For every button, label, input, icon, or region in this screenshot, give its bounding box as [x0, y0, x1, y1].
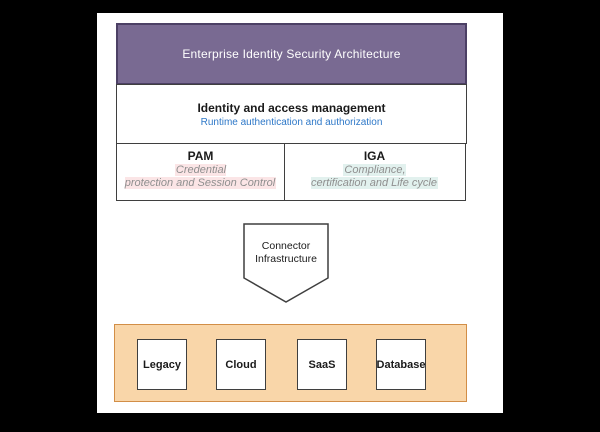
- architecture-title-bar: Enterprise Identity Security Architectur…: [116, 23, 467, 85]
- connector-pentagon-icon: [243, 223, 329, 303]
- iga-title: IGA: [363, 148, 386, 163]
- iam-box: Identity and access management Runtime a…: [116, 84, 467, 144]
- iga-subtitle-text: Compliance, certification and Life cycle: [311, 163, 438, 189]
- iam-subtitle: Runtime authentication and authorization: [200, 116, 383, 128]
- architecture-table: Enterprise Identity Security Architectur…: [116, 23, 467, 201]
- system-box-legacy: Legacy: [137, 339, 187, 390]
- system-label-legacy: Legacy: [143, 358, 181, 371]
- system-label-database: Database: [376, 358, 426, 371]
- connector-shape: Connector Infrastructure: [243, 223, 329, 303]
- pam-box: PAM Credential protection and Session Co…: [116, 142, 285, 201]
- diagram-sheet: Enterprise Identity Security Architectur…: [97, 13, 503, 413]
- iga-subtitle: Compliance, certification and Life cycle: [285, 163, 465, 191]
- iam-title: Identity and access management: [197, 100, 386, 115]
- iga-box: IGA Compliance, certification and Life c…: [283, 142, 466, 201]
- systems-panel: Legacy Cloud SaaS Database: [114, 324, 467, 402]
- system-box-cloud: Cloud: [216, 339, 266, 390]
- system-label-saas: SaaS: [308, 358, 336, 371]
- pam-title: PAM: [187, 148, 214, 163]
- system-box-database: Database: [376, 339, 426, 390]
- system-label-cloud: Cloud: [225, 358, 257, 371]
- pam-iga-row: PAM Credential protection and Session Co…: [116, 142, 467, 201]
- connector-label: Connector Infrastructure: [255, 240, 317, 265]
- pam-subtitle-text: Credential protection and Session Contro…: [124, 163, 277, 189]
- system-box-saas: SaaS: [297, 339, 347, 390]
- architecture-title: Enterprise Identity Security Architectur…: [182, 47, 401, 61]
- pam-subtitle: Credential protection and Session Contro…: [117, 163, 284, 191]
